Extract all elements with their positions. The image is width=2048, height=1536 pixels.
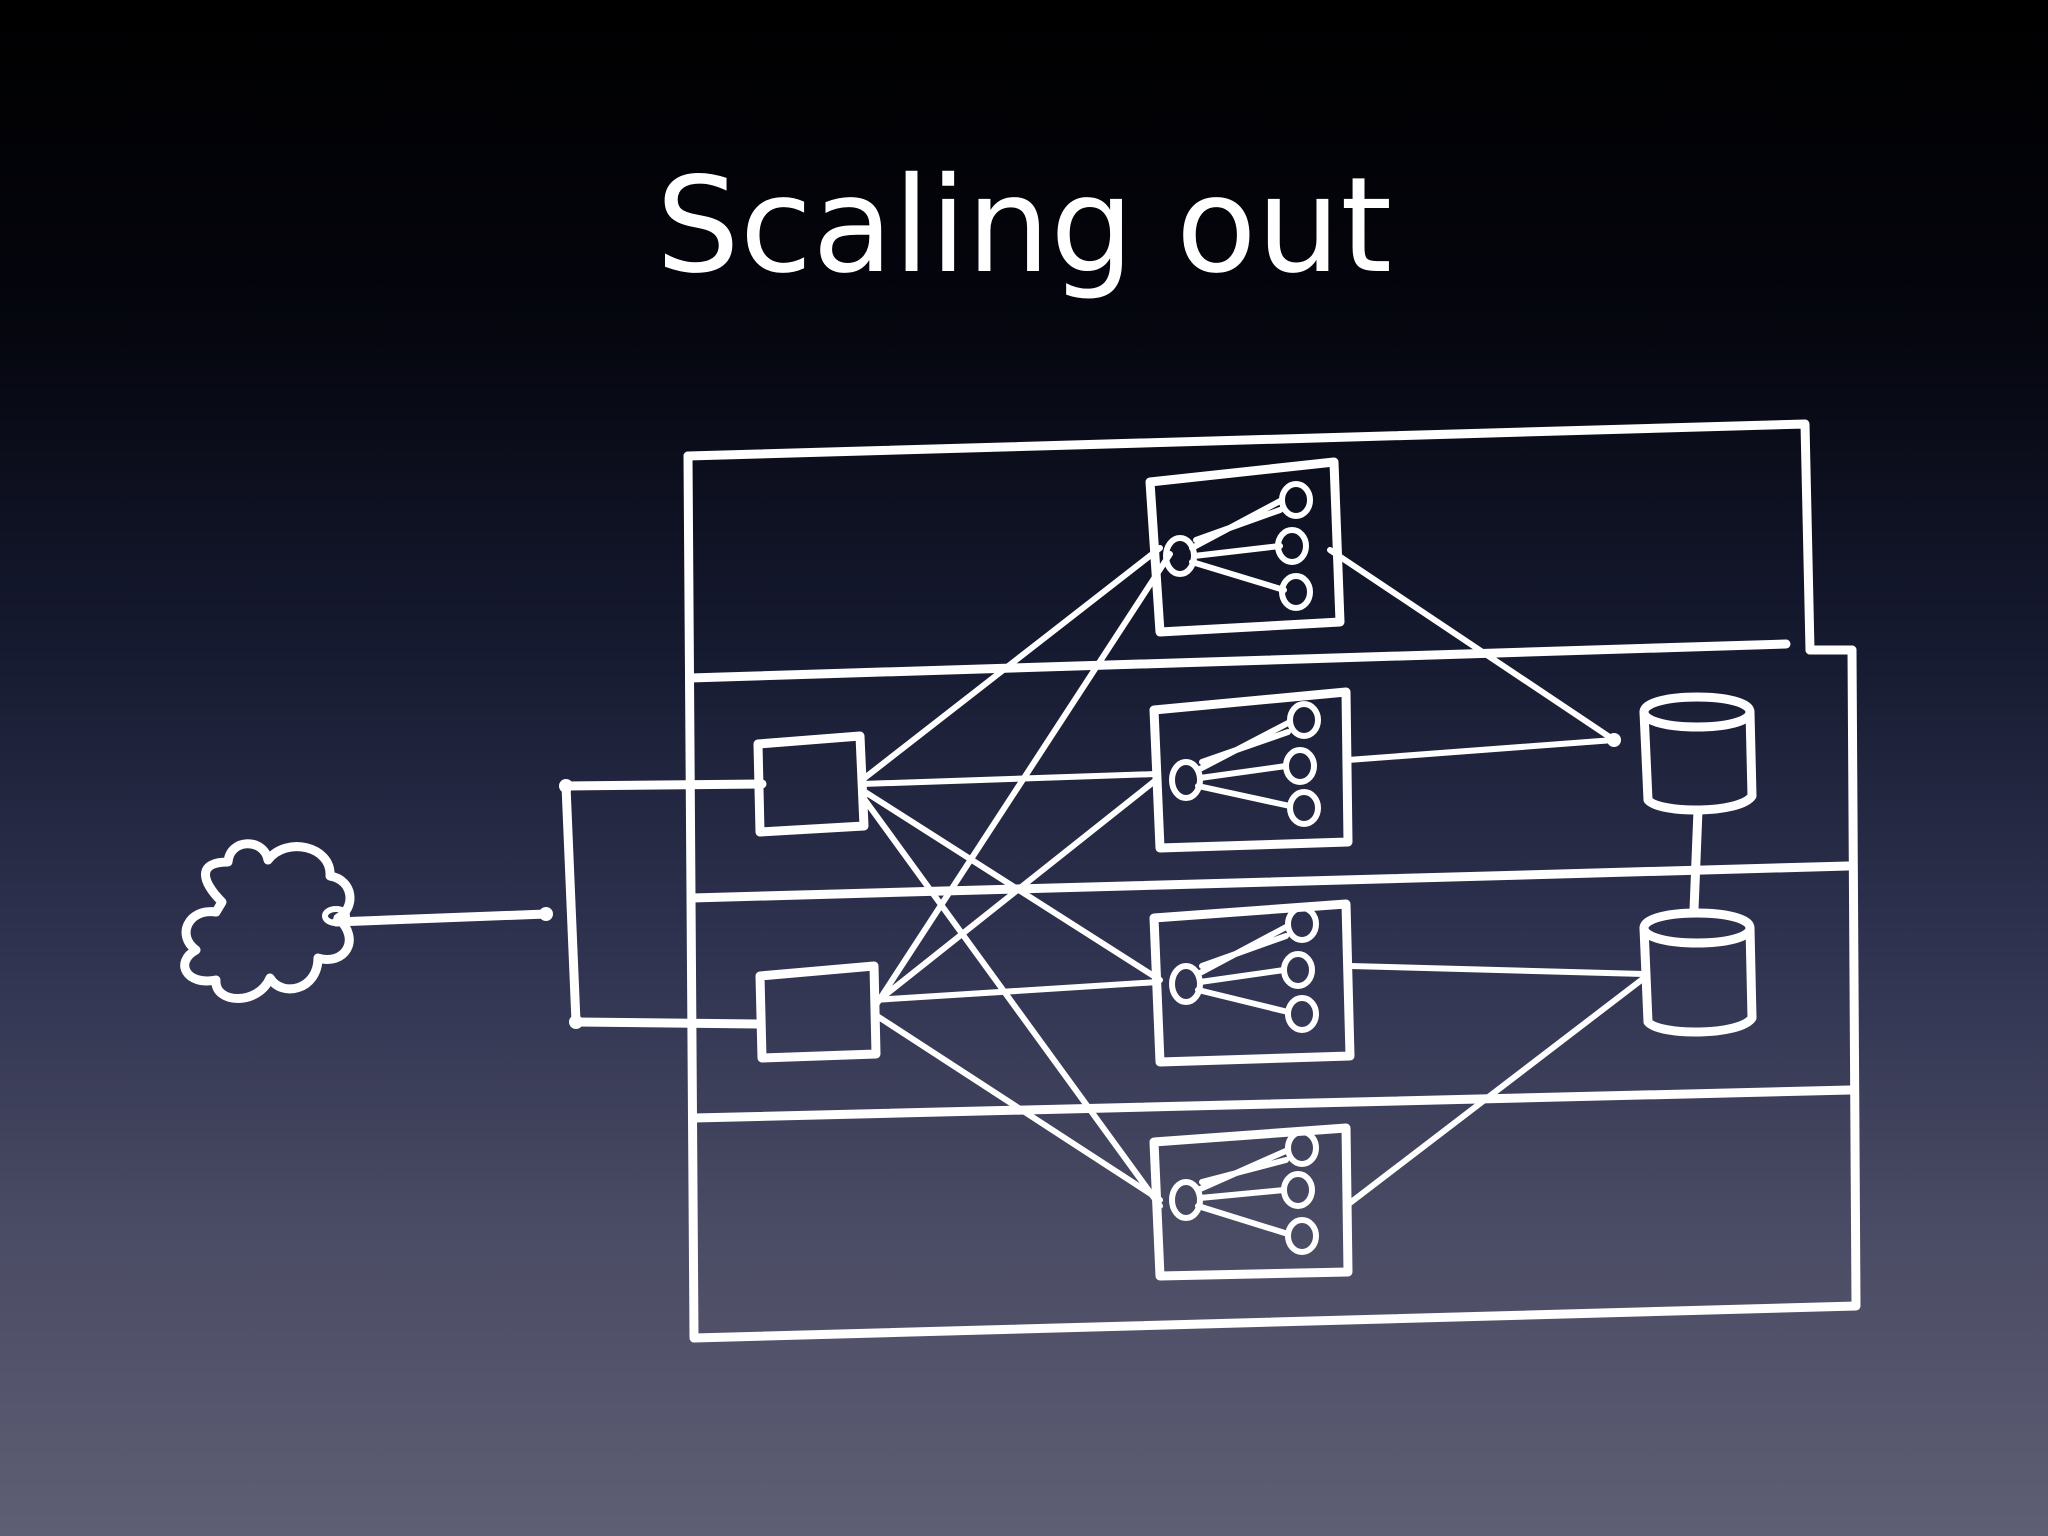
- load-balancer-icon: [753, 731, 869, 837]
- db-replication-line: [1689, 805, 1703, 915]
- tier-separator-3: [689, 1085, 1855, 1123]
- server-rack: [683, 419, 1861, 1343]
- router-bracket: [559, 779, 767, 1029]
- cloud-icon: [180, 839, 355, 1003]
- cloud-to-router-line: [331, 909, 551, 927]
- slide-title: Scaling out: [655, 149, 1393, 303]
- database-icon: [1639, 692, 1757, 815]
- database-icon: [1639, 908, 1757, 1037]
- app-server-icon: [1145, 457, 1345, 637]
- app-server-icon: [1149, 687, 1353, 853]
- tier-separator-1: [685, 639, 1791, 683]
- load-balancer-icon: [755, 961, 881, 1063]
- tier-separator-2: [687, 861, 1853, 903]
- app-server-icon: [1149, 899, 1355, 1067]
- app-server-icon: [1149, 1123, 1353, 1281]
- lb-to-app-connections: [859, 545, 1173, 1209]
- app-to-db-connections: [1327, 547, 1647, 1209]
